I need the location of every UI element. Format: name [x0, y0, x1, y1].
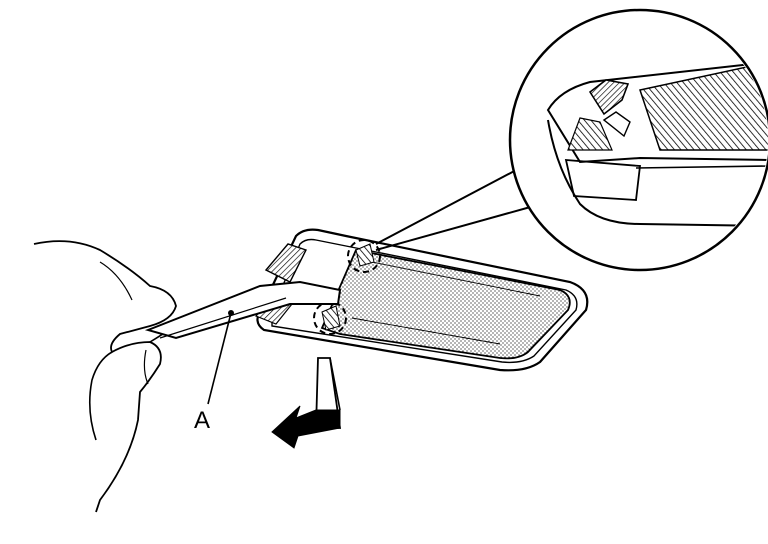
hand — [33, 240, 183, 513]
lamp-lens — [320, 248, 571, 360]
callout-a-leader — [207, 312, 232, 405]
magnify-leader-lower — [375, 205, 535, 251]
callout-a: A — [194, 312, 232, 434]
tool-a — [144, 280, 342, 340]
clip-hatch-upper — [355, 243, 375, 267]
magnify-leader-upper — [375, 167, 521, 245]
direction-arrow — [271, 357, 342, 449]
clip-detail-circle-upper — [347, 239, 381, 273]
callout-a-label: A — [194, 407, 210, 434]
magnified-detail-view — [508, 8, 768, 272]
clip-hatch-lower — [321, 305, 341, 331]
